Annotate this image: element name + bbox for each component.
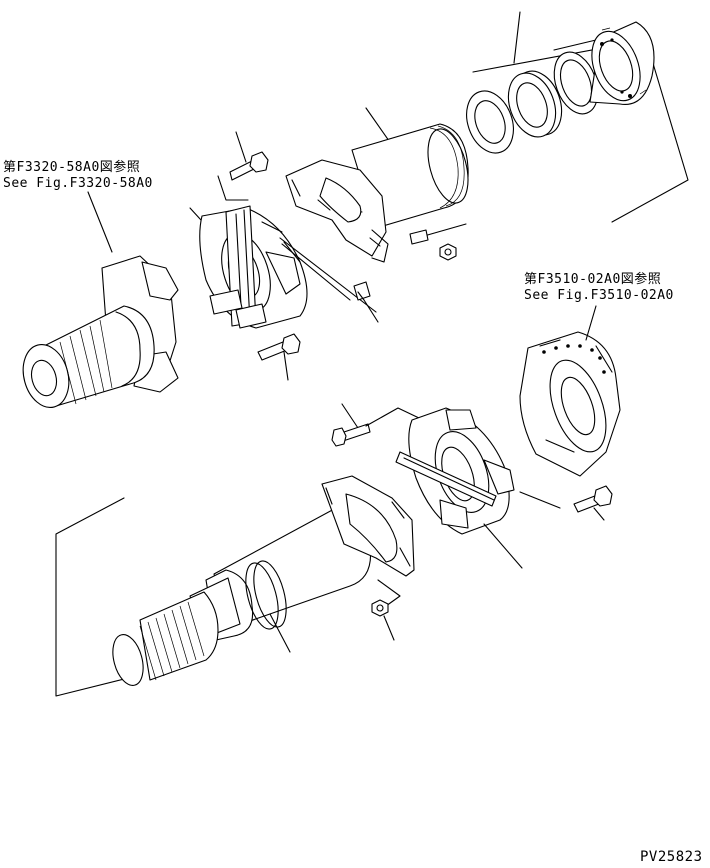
lower-shaft-bracket <box>55 497 129 697</box>
seal-ring-1 <box>466 90 514 154</box>
joint-bolt <box>257 333 301 381</box>
upper-universal-joint <box>189 205 377 329</box>
reference-2-japanese: 第F3510-02A0図参照 <box>524 272 662 287</box>
upper-shaft-housing <box>285 107 469 263</box>
right-bolt <box>519 485 613 521</box>
lower-nut-bracket <box>377 579 401 607</box>
right-bolt-connector <box>519 491 561 509</box>
seal-ring-3 <box>553 51 599 115</box>
bearing-set-group <box>466 11 689 223</box>
seal-ring-2 <box>507 70 563 138</box>
lower-nut <box>371 579 401 641</box>
lower-universal-joint <box>331 403 523 569</box>
ref2-leader <box>585 305 597 341</box>
housing-bolt-leader <box>423 223 467 237</box>
drawing-code: PV25823 <box>640 849 703 865</box>
bearing-cup <box>589 21 655 105</box>
upper-bolt-leader <box>235 131 247 163</box>
reference-1-english: See Fig.F3320-58A0 <box>3 176 153 191</box>
left-spline-yoke <box>22 191 179 408</box>
upper-bolt-group <box>217 131 269 201</box>
lower-bolt-leader <box>341 403 359 429</box>
right-flange <box>519 331 621 477</box>
reference-1-japanese: 第F3320-58A0図参照 <box>3 160 141 175</box>
reference-2-english: See Fig.F3510-02A0 <box>524 288 674 303</box>
lower-joint-leader <box>483 523 523 569</box>
lower-shaft-leader <box>269 613 291 653</box>
ref1-leader <box>87 191 113 253</box>
lower-shaft <box>55 475 415 697</box>
grease-fitting <box>353 281 379 323</box>
